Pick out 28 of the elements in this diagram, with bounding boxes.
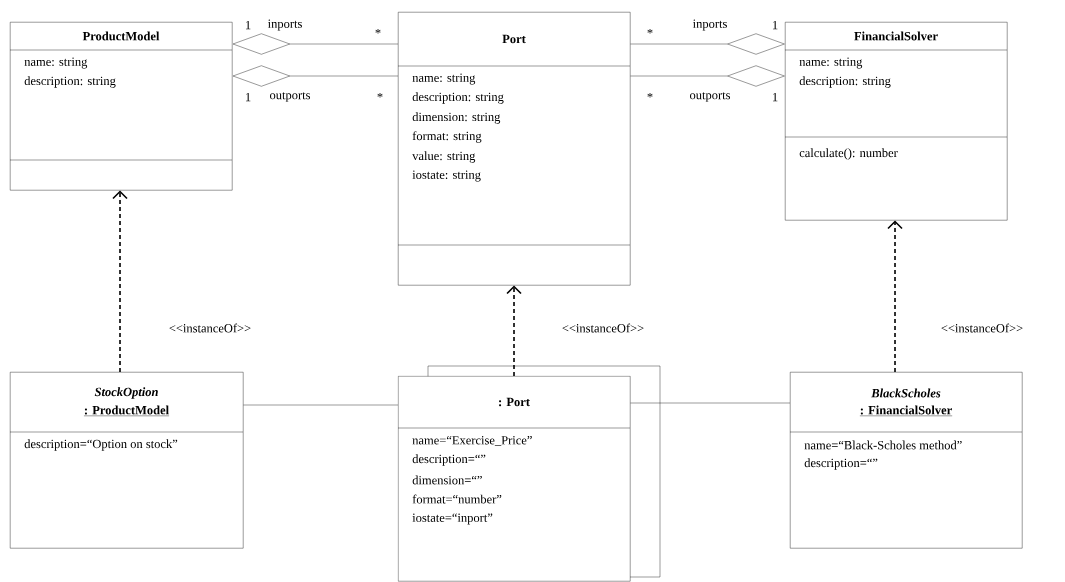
edge-label: <<instanceOf>> xyxy=(939,322,1025,334)
edge-label: <<instanceOf>> xyxy=(560,322,646,334)
class-box: Port name: string description: string dimension: string format: string value: string iostate: string xyxy=(397,12,631,286)
dependency-arrow xyxy=(112,190,128,373)
dependency-arrow xyxy=(506,285,522,377)
class-box: BlackScholes : FinancialSolver name=“Black-Scholes method” description=“” xyxy=(789,372,1023,549)
edge-label: <<instanceOf>> xyxy=(167,322,253,334)
association-line xyxy=(630,402,791,404)
association-line xyxy=(243,404,399,406)
aggregation-line xyxy=(630,65,785,87)
class-box: ProductModel name: string description: string xyxy=(9,22,233,191)
multiplicity-label: * xyxy=(647,28,653,34)
class-box: : Port name=“Exercise_Price” description=“” dimension=“” format=“number” iostate=“inport” xyxy=(397,365,661,582)
multiplicity-label: * xyxy=(647,92,653,98)
aggregation-line xyxy=(232,65,399,87)
aggregation-line xyxy=(232,33,399,55)
multiplicity-label: * xyxy=(375,28,381,34)
edge-label: inports xyxy=(266,18,304,32)
class-box: StockOption : ProductModel description=“Option on stock” xyxy=(9,372,244,549)
multiplicity-label: * xyxy=(377,92,383,98)
multiplicity-label: 1 xyxy=(246,20,251,30)
aggregation-line xyxy=(630,33,785,55)
edge-label: inports xyxy=(691,18,729,32)
dependency-arrow xyxy=(887,220,903,373)
edge-label: outports xyxy=(688,91,732,103)
multiplicity-label: 1 xyxy=(246,92,251,102)
class-box: FinancialSolver name: string description: string calculate(): number xyxy=(784,22,1008,221)
edge-label: outports xyxy=(268,91,312,103)
